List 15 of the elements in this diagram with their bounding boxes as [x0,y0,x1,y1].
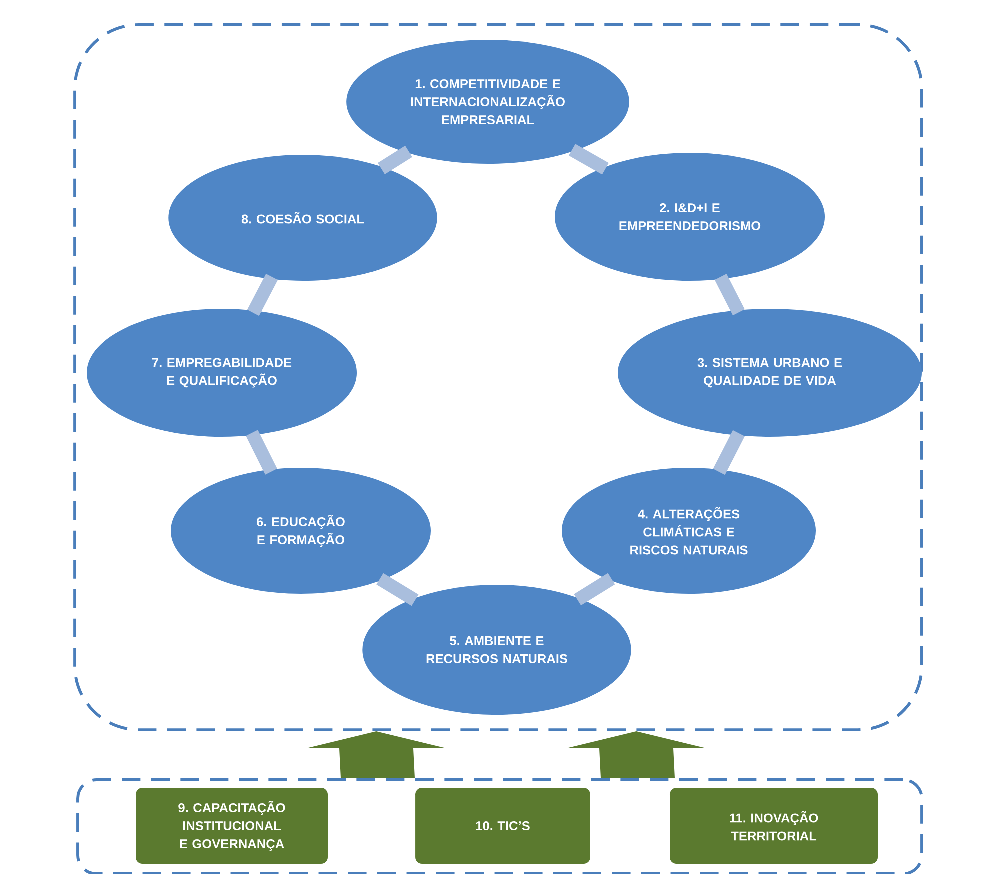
block-arrow [566,732,706,779]
block-arrow [306,732,446,779]
connector-band [574,573,616,606]
connector-band [247,274,278,316]
connector-band [376,573,419,606]
connector-band [713,430,745,476]
dashed-frame [74,24,924,732]
connector-band [246,430,278,475]
connector-band [568,144,609,175]
process-box: 9. CAPACITAÇÃO INSTITUCIONAL E GOVERNANÇA [136,788,328,864]
connector-band [714,274,745,316]
process-box: 11. INOVAÇÃO TERRITORIAL [670,788,878,864]
process-box: 10. TIC’S [416,788,590,864]
dashed-frame [76,778,924,874]
connector-band [378,146,412,174]
